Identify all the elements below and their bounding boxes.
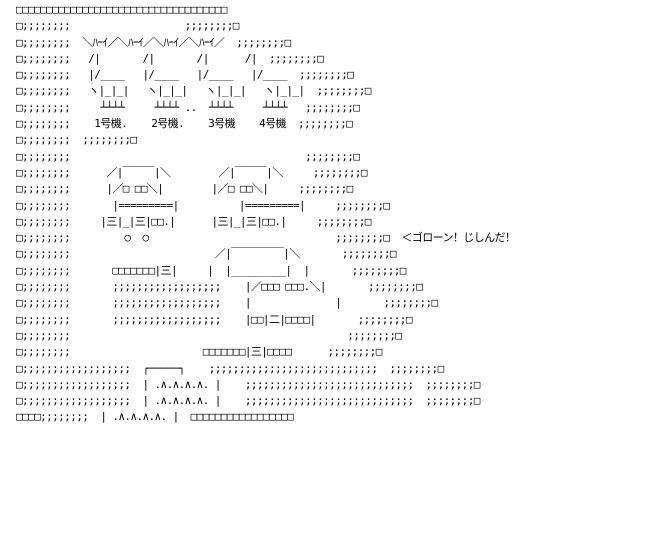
- art-line: □;;;;;;;; |/____ |/____ |/____ |/____ ;;…: [16, 68, 354, 82]
- art-line: □;;;;;;;; ヽ|_|_| ヽ|_|_| ヽ|_|_| ヽ|_|_| ;;…: [16, 84, 371, 98]
- art-line: □;;;;;;;; □□□□□□□|三| | |_________| | ;;;…: [16, 263, 406, 277]
- art-line: □;;;;;;;; ;;;;;;;;;;;;;;;;;; |／□□□ □□□.＼…: [16, 280, 423, 294]
- art-line: □;;;;;;;; |三|_|三|□□.| |三|_|三|□□.| ;;;;;;…: [16, 214, 371, 228]
- art-line: □;;;;;;;; ;;;;;;;;;;;;;;;;;; | | ;;;;;;;…: [16, 296, 438, 310]
- art-line: □;;;;;;;; ;;;;;;;;□: [16, 328, 402, 342]
- art-line: □;;;;;;;; ;;;;;;;;□: [16, 149, 360, 163]
- art-line: □;;;;;;;; ＼ﾊｰｲ／＼ﾊｰｲ／＼ﾊｰｲ／＼ﾊｰｲ／ ;;;;;;;;□: [16, 35, 291, 49]
- art-line: □;;;;;;;;;;;;;;;;;; ┌─────┐ ;;;;;;;;;;;;…: [16, 361, 444, 375]
- art-line: □;;;;;;;; ○ ○ ;;;;;;;;□ ＜ゴローン！じしんだ！: [16, 231, 516, 245]
- art-line: □;;;;;;;; ;;;;;;;;□: [16, 19, 239, 33]
- art-line: □;;;;;;;; ┴┴┴┴ ┴┴┴┴ .. ┴┴┴┴ ┴┴┴┴ ;;;;;;;…: [16, 100, 360, 114]
- art-line: □;;;;;;;; □□□□□□□|三|□□□□ ;;;;;;;;□: [16, 345, 382, 359]
- art-line: □;;;;;;;; ;;;;;;;;□: [16, 133, 137, 147]
- ascii-art-canvas: □□□□□□□□□□□□□□□□□□□□□□□□□□□□□□□□□□□ □;;;…: [16, 2, 516, 426]
- art-line: □;;;;;;;;;;;;;;;;;; | .∧.∧.∧.∧. | ;;;;;;…: [16, 394, 480, 408]
- art-line: □;;;;;;;;;;;;;;;;;; | .∧.∧.∧.∧. | ;;;;;;…: [16, 377, 480, 391]
- art-line: □;;;;;;;; |=========| |=========| ;;;;;;…: [16, 198, 390, 212]
- art-line: □□□□;;;;;;;; | .∧.∧.∧.∧. | □□□□□□□□□□□□□…: [16, 410, 294, 424]
- art-line: □;;;;;;;; ／|￣￣￣|＼ ／|￣￣￣|＼ ;;;;;;;;□: [16, 165, 368, 179]
- art-line: □;;;;;;;; 1号機. 2号機. 3号機 4号機 ;;;;;;;;□: [16, 117, 353, 131]
- art-line: □;;;;;;;; /| /| /| /| ;;;;;;;;□: [16, 51, 324, 65]
- art-line: □□□□□□□□□□□□□□□□□□□□□□□□□□□□□□□□□□□: [16, 3, 227, 16]
- art-line: □;;;;;;;; ／|￣￣￣￣￣|＼ ;;;;;;;;□: [16, 247, 397, 261]
- art-line: □;;;;;;;; |／□ □□＼| |／□ □□＼| ;;;;;;;;□: [16, 182, 353, 196]
- art-line: □;;;;;;;; ;;;;;;;;;;;;;;;;;; |□□|二|□□□□|…: [16, 312, 412, 326]
